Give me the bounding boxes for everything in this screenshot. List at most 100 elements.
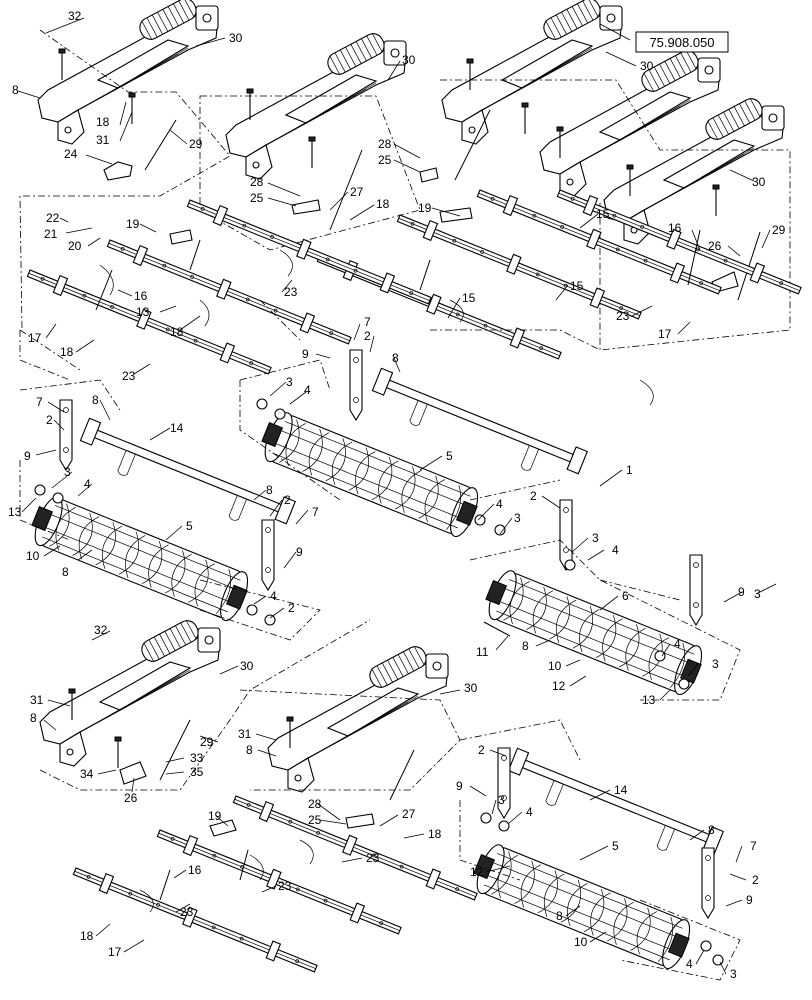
callout: 5: [612, 839, 619, 853]
callout: 3: [286, 375, 293, 389]
callout: 35: [190, 765, 204, 779]
callout: 21: [44, 227, 58, 241]
callout: 4: [612, 543, 619, 557]
callout: 17: [658, 327, 672, 341]
callout: 9: [302, 347, 309, 361]
callout: 16: [134, 289, 148, 303]
callout: 23: [366, 851, 380, 865]
callout: 1: [626, 463, 633, 477]
callout: 4: [526, 805, 533, 819]
spring-arm-assembly-bottom-center: [239, 642, 461, 829]
callout: 10: [26, 549, 40, 563]
callout: 17: [28, 331, 42, 345]
callout: 4: [496, 497, 503, 511]
callout: 2: [478, 743, 485, 757]
callout: 7: [364, 315, 371, 329]
roller-assembly-mid-left: [19, 379, 321, 641]
callout: 20: [68, 239, 82, 253]
callout: 2: [284, 493, 291, 507]
callout: 25: [250, 191, 264, 205]
callout: 31: [30, 693, 44, 707]
callout: 18: [80, 929, 94, 943]
callout: 9: [746, 893, 753, 907]
callout: 22: [46, 211, 60, 225]
leader-lines: [17, 17, 777, 975]
callout: 30: [640, 59, 654, 73]
callout: 34: [80, 767, 94, 781]
callout: 2: [46, 413, 53, 427]
callout: 32: [68, 9, 82, 23]
callout: 30: [752, 175, 766, 189]
callout: 23: [616, 309, 630, 323]
callout: 30: [402, 53, 416, 67]
callout: 3: [730, 967, 737, 981]
callout: 23: [278, 879, 292, 893]
callout: 16: [668, 221, 682, 235]
callout: 18: [60, 345, 74, 359]
callout: 8: [266, 483, 273, 497]
callout: 4: [270, 589, 277, 603]
callout: 31: [96, 133, 110, 147]
callout: 14: [170, 421, 184, 435]
roller-assembly-mid-right: [469, 539, 741, 701]
callout: 14: [614, 783, 628, 797]
callout: 33: [190, 751, 204, 765]
callout: 8: [30, 711, 37, 725]
callout: 29: [189, 137, 203, 151]
callout: 28: [250, 175, 264, 189]
callout: 4: [686, 957, 693, 971]
callout: 10: [574, 935, 588, 949]
callout: 2: [288, 601, 295, 615]
callout: 7: [36, 395, 43, 409]
callout: 27: [350, 185, 364, 199]
callout: 4: [674, 637, 681, 651]
callout: 11: [476, 645, 489, 659]
callout: 30: [464, 681, 478, 695]
callout: 8: [92, 393, 99, 407]
callout: 3: [592, 531, 599, 545]
spring-arm-assembly-top-right-1: [419, 0, 623, 183]
callout: 4: [304, 383, 311, 397]
callout: 9: [296, 545, 303, 559]
callout: 5: [186, 519, 193, 533]
callout: 3: [514, 511, 521, 525]
callout: 2: [364, 329, 371, 343]
callout: 12: [470, 865, 484, 879]
spring-arm-assembly-bottom-left: [39, 616, 371, 791]
callout: 18: [96, 115, 110, 129]
callout: 12: [552, 679, 566, 693]
reference-box[interactable]: 75.908.050: [635, 31, 729, 53]
callout: 26: [124, 791, 138, 805]
callout: 7: [750, 839, 757, 853]
callout: 18: [170, 325, 184, 339]
spring-arm-assembly-top-center: [199, 29, 421, 251]
callout: 13: [8, 505, 22, 519]
callout: 13: [642, 693, 656, 707]
callout: 18: [376, 197, 390, 211]
callout: 8: [246, 743, 253, 757]
callout: 30: [240, 659, 254, 673]
reference-box-label: 75.908.050: [649, 35, 714, 50]
callout: 31: [238, 727, 252, 741]
callout: 4: [84, 477, 91, 491]
crossbar-assembly-upper: [19, 183, 804, 406]
callout: 17: [108, 945, 122, 959]
callout: 13: [136, 305, 150, 319]
callout: 3: [754, 587, 761, 601]
callout: 27: [402, 807, 416, 821]
callout: 6: [622, 589, 629, 603]
roller-assembly-mid-center: [239, 349, 703, 626]
callout: 15: [462, 291, 476, 305]
callout: 9: [456, 779, 463, 793]
callout: 32: [94, 623, 108, 637]
callout: 2: [752, 873, 759, 887]
callout: 15: [570, 279, 584, 293]
callout: 24: [64, 147, 78, 161]
callout: 23: [122, 369, 136, 383]
callout: 19: [208, 809, 222, 823]
callout: 9: [738, 585, 745, 599]
callout: 8: [556, 909, 563, 923]
callout-labels: 32 30 30 30 8 18 31 29 24 28 25 28 25 27…: [8, 9, 786, 981]
spring-arm-assembly-top-left: [19, 0, 231, 371]
